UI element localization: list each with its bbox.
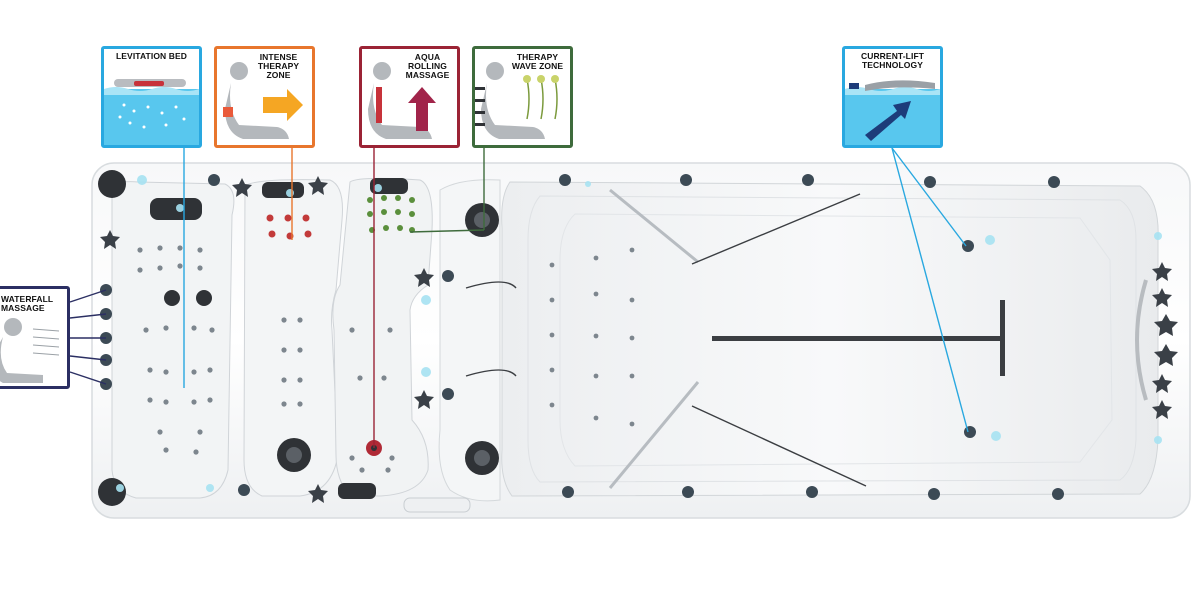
aqua-rolling-massage-title: AQUA ROLLING MASSAGE xyxy=(405,52,450,80)
current-lift-icon xyxy=(845,80,940,145)
levitation-bed-callout: LEVITATION BED xyxy=(101,46,202,148)
current-lift-technology-title: CURRENT-LIFT TECHNOLOGY xyxy=(860,51,925,70)
waterfall-massage-title: WATERFALL MASSAGE xyxy=(1,294,54,313)
intense-therapy-icon xyxy=(223,62,303,139)
therapy-wave-zone-callout: THERAPY WAVE ZONE xyxy=(472,46,573,148)
aqua-rolling-massage-callout: AQUA ROLLING MASSAGE xyxy=(359,46,460,148)
therapy-wave-zone-title: THERAPY WAVE ZONE xyxy=(511,52,564,71)
waterfall-massage-icon xyxy=(0,318,60,383)
waterfall-massage-callout: WATERFALL MASSAGE xyxy=(0,286,70,389)
levitation-bed-title: LEVITATION BED xyxy=(116,51,187,61)
intense-therapy-zone-title: INTENSE THERAPY ZONE xyxy=(257,52,300,80)
aqua-rolling-icon xyxy=(368,62,436,139)
therapy-wave-icon xyxy=(475,62,559,139)
intense-therapy-zone-callout: INTENSE THERAPY ZONE xyxy=(214,46,315,148)
current-lift-technology-callout: CURRENT-LIFT TECHNOLOGY xyxy=(842,46,943,148)
levitation-bed-icon xyxy=(104,79,199,145)
